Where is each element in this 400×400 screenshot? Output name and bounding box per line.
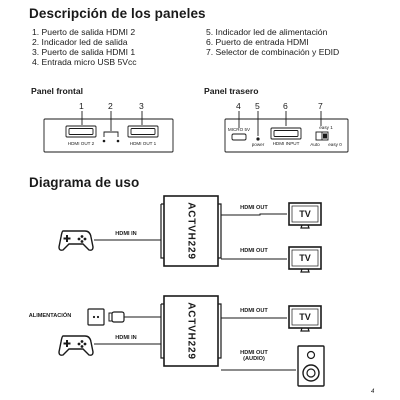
hdmi-out-2-port [65,125,97,138]
callout-number-3: 3 [139,101,144,111]
tv-label: TV [299,253,311,263]
rear-panel-body [224,118,349,153]
list-item: 6. Puerto de entrada HDMI [206,37,309,47]
hdmi-out-label-audio: HDMI OUT (AUDIO) [232,350,276,363]
list-item: 4. Entrada micro USB 5Vcc [32,57,137,67]
usage-setup-1 [58,195,322,273]
led-indicator-icon [116,139,120,143]
hdmi-out-audio-line1: HDMI OUT [240,350,268,356]
micro-usb-label: MICRO 5V [227,127,251,132]
hdmi-out-line-top-1 [221,213,287,216]
rear-panel-title: Panel trasero [204,86,259,96]
power-supply-label: ALIMENTACIÓN [28,313,72,319]
list-item: 1. Puerto de salida HDMI 2 [32,27,136,37]
front-panel-title: Panel frontal [31,86,84,96]
list-item: 7. Selector de combinación y EDID [206,47,340,57]
gamepad-icon [58,230,94,251]
hdmi-out-label-top-1: HDMI OUT [240,205,268,211]
led-bracket [103,131,119,137]
hdmi-out-audio-line2: (AUDIO) [243,356,265,363]
callout-number-1: 1 [79,101,84,111]
device-label-1: ACTVH229 [185,202,197,260]
power-led-icon [256,137,260,141]
hdmi-in-label-1: HDMI IN [115,231,137,237]
power-adapter-icon [87,308,105,326]
power-label: power [251,142,265,147]
hdmi-input-label: HDMI INPUT [272,141,300,146]
hdmi-out-label-bottom-1: HDMI OUT [240,248,268,254]
switch-label-auto: Auto [310,142,320,147]
panels-heading: Descripción de los paneles [29,6,206,21]
callout-number-2: 2 [108,101,113,111]
usage-setup-2 [58,295,325,387]
gamepad-icon [58,335,94,356]
hdmi-out-1-label: HDMI OUT 1 [129,141,157,146]
speaker-icon [297,345,325,387]
right-item-list: 5. Indicador led de alimentación 6. Puer… [206,27,339,57]
tv-label: TV [299,209,311,219]
hdmi-out-1-port [127,125,159,138]
list-item: 5. Indicador led de alimentación [206,27,328,37]
list-item: 3. Puerto de salida HDMI 1 [32,47,136,57]
callout-number-5: 5 [255,101,260,111]
switch-label-top: easy 1 [319,125,333,130]
front-panel-body [43,118,174,153]
led-indicator-icon [102,139,106,143]
micro-usb-port [231,133,247,141]
switch-label-bottom: easy 0 [328,142,342,147]
list-item: 2. Indicador led de salida [32,37,128,47]
callout-number-4: 4 [236,101,241,111]
hdmi-out-label-top-2: HDMI OUT [240,308,268,314]
page-number: 4 [371,389,375,395]
usage-heading: Diagrama de uso [29,175,140,190]
left-item-list: 1. Puerto de salida HDMI 2 2. Indicador … [32,27,137,67]
tv-label: TV [299,312,311,322]
hdmi-input-port [270,127,302,140]
callout-number-6: 6 [283,101,288,111]
device-label-2: ACTVH229 [185,302,197,360]
callout-number-7: 7 [318,101,323,111]
hdmi-out-2-label: HDMI OUT 2 [67,141,95,146]
hdmi-in-label-2: HDMI IN [115,335,137,341]
